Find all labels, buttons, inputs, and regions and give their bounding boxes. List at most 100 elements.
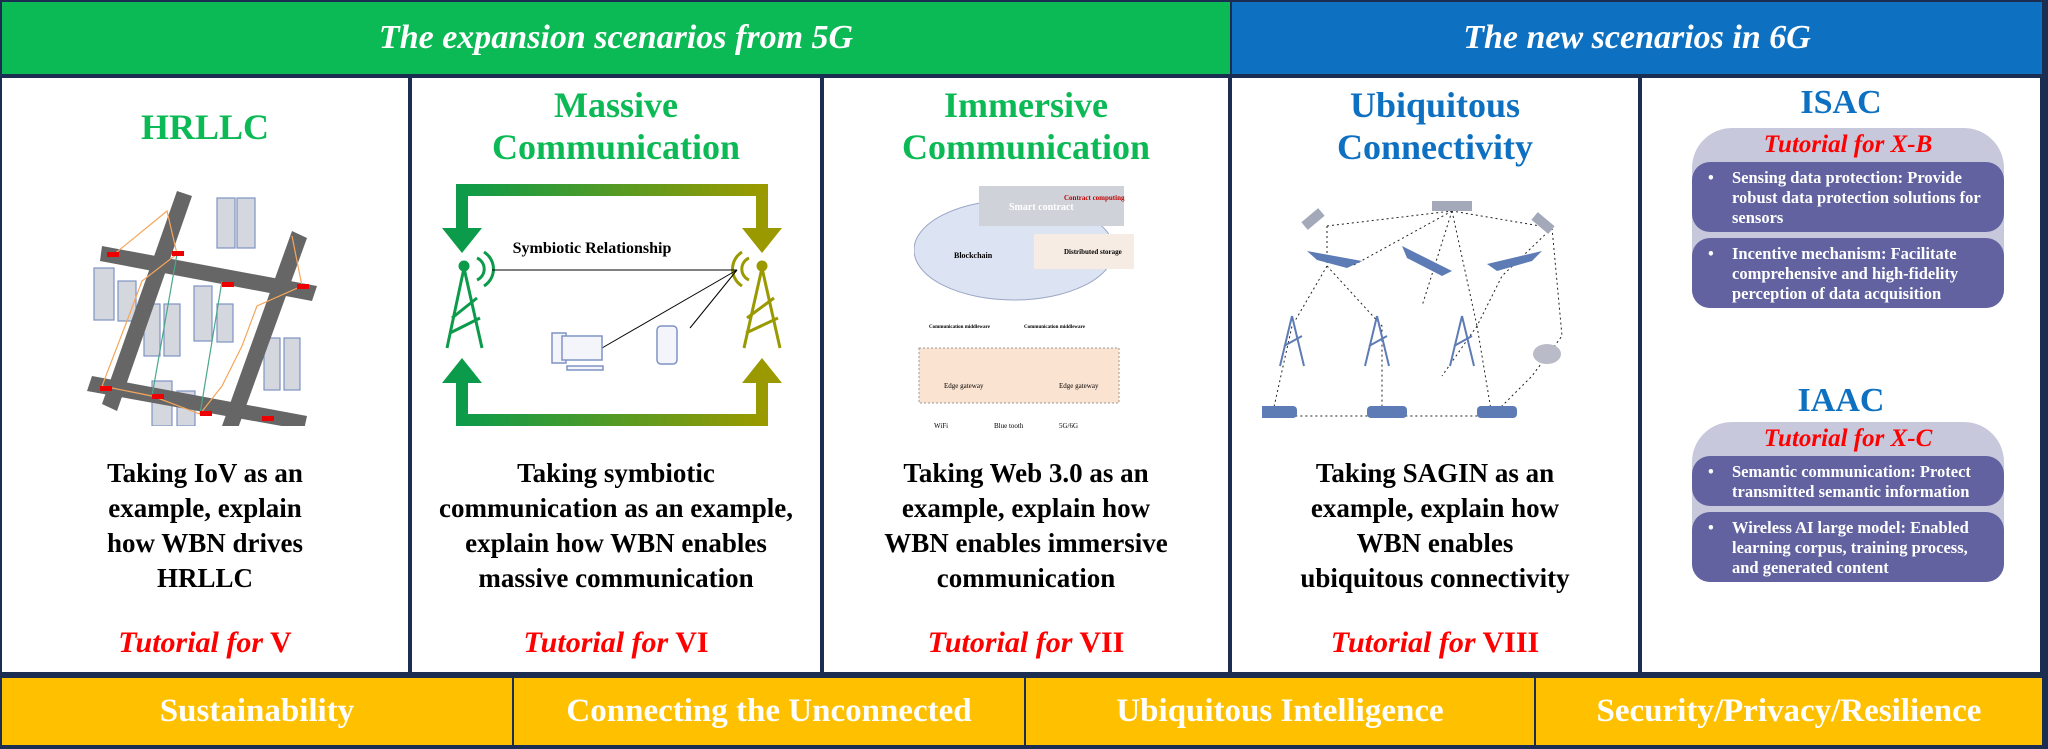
description-line: example, explain bbox=[108, 493, 302, 523]
web3-illustration: Smart contract Contract computing Blockc… bbox=[914, 186, 1134, 430]
description-line: Taking IoV as an bbox=[107, 458, 303, 488]
description-line: communication as an example, bbox=[439, 493, 793, 523]
tutorial-link[interactable]: Tutorial for V bbox=[2, 626, 408, 660]
description-line: Taking SAGIN as an bbox=[1315, 458, 1555, 488]
airplane-icon bbox=[1307, 246, 1542, 276]
tutorial-link[interactable]: Tutorial for X-B bbox=[1763, 131, 1933, 158]
cellular-label: 5G/6G bbox=[1059, 422, 1078, 430]
bottom-label: Security/Privacy/Resilience bbox=[1596, 693, 1982, 729]
column-massive-communication: Massive Communication Symbiotic Relation… bbox=[412, 78, 820, 672]
road-icon bbox=[87, 191, 317, 426]
tutorial-section: V bbox=[270, 626, 292, 659]
tutorial-link[interactable]: Tutorial for VIII bbox=[1232, 626, 1638, 660]
tutorial-section: VI bbox=[675, 626, 709, 659]
title-line: Connectivity bbox=[1337, 127, 1533, 167]
middleware-label: Communication middleware bbox=[1024, 325, 1086, 330]
tutorial-prefix: Tutorial for bbox=[1330, 626, 1476, 659]
cycle-arrows-icon bbox=[456, 184, 768, 426]
bottom-label: Connecting the Unconnected bbox=[566, 693, 972, 729]
tutorial-link[interactable]: Tutorial for X-C bbox=[1763, 425, 1933, 452]
column-description: Taking IoV as an example, explain how WB… bbox=[2, 456, 408, 596]
column-description: Taking SAGIN as an example, explain how … bbox=[1232, 456, 1638, 596]
title-line: Ubiquitous bbox=[1349, 85, 1521, 125]
header-5g-title: The expansion scenarios from 5G bbox=[378, 19, 854, 56]
bottom-item-security: Security/Privacy/Resilience bbox=[1534, 676, 2044, 747]
description-line: Taking Web 3.0 as an bbox=[903, 458, 1149, 488]
bullet-item: Semantic communication: Protect transmit… bbox=[1692, 456, 2004, 506]
tutorial-section: VIII bbox=[1482, 626, 1540, 659]
distributed-storage-label: Distributed storage bbox=[1064, 248, 1122, 256]
description-line: how WBN drives bbox=[106, 528, 304, 558]
link-arrows-icon bbox=[492, 269, 738, 349]
description-line: ubiquitous connectivity bbox=[1300, 563, 1570, 593]
description-line: HRLLC bbox=[156, 563, 254, 593]
column-title: HRLLC bbox=[140, 107, 270, 147]
iov-road-illustration bbox=[87, 191, 317, 426]
middleware-label: Communication middleware bbox=[929, 325, 991, 330]
column-description: Taking Web 3.0 as an example, explain ho… bbox=[824, 456, 1228, 596]
column-title: Immersive Communication bbox=[824, 84, 1228, 168]
description-line: Taking symbiotic bbox=[517, 458, 715, 488]
tutorial-link[interactable]: Tutorial for VII bbox=[824, 626, 1228, 660]
column-description: Taking symbiotic communication as an exa… bbox=[412, 456, 820, 596]
description-line: example, explain how bbox=[1310, 493, 1560, 523]
bottom-item-intelligence: Ubiquitous Intelligence bbox=[1024, 676, 1536, 747]
title-line: Communication bbox=[491, 127, 740, 167]
edge-gateway-label: Edge gateway bbox=[944, 382, 984, 390]
tutorial-prefix: Tutorial for bbox=[927, 626, 1073, 659]
tutorial-link[interactable]: Tutorial for VI bbox=[412, 626, 820, 660]
storage-box bbox=[1034, 234, 1134, 269]
bottom-label: Ubiquitous Intelligence bbox=[1116, 693, 1444, 729]
bullet-item: Incentive mechanism: Facilitate comprehe… bbox=[1692, 238, 2004, 308]
description-line: example, explain how bbox=[901, 493, 1151, 523]
column-isac-iaac: ISAC Tutorial for X-B Sensing data prote… bbox=[1642, 78, 2040, 672]
isac-panel: Tutorial for X-B Sensing data protection… bbox=[1692, 128, 2004, 308]
car-icon bbox=[1262, 406, 1517, 418]
tutorial-prefix: Tutorial for bbox=[523, 626, 669, 659]
bottom-item-sustainability: Sustainability bbox=[0, 676, 514, 747]
arrow-up-icon bbox=[442, 358, 482, 383]
column-title: Massive Communication bbox=[412, 84, 820, 168]
bottom-item-connecting: Connecting the Unconnected bbox=[512, 676, 1026, 747]
tutorial-section: VII bbox=[1079, 626, 1125, 659]
header-6g-title: The new scenarios in 6G bbox=[1463, 19, 1811, 56]
column-hrllc: HRLLC Taking IoV as an example, bbox=[2, 78, 408, 672]
edge-box bbox=[918, 347, 1120, 404]
title-line: Massive bbox=[554, 85, 678, 125]
smart-contract-box bbox=[979, 186, 1124, 226]
title-line: Communication bbox=[901, 127, 1150, 167]
computer-icon bbox=[551, 332, 604, 371]
iaac-title: IAAC bbox=[1797, 382, 1885, 419]
phone-icon bbox=[656, 325, 678, 365]
sagin-illustration bbox=[1262, 201, 1563, 418]
arrow-down-icon bbox=[442, 228, 482, 253]
column-title: Ubiquitous Connectivity bbox=[1232, 84, 1638, 168]
description-line: WBN enables immersive bbox=[884, 528, 1168, 558]
contract-computing-label: Contract computing bbox=[1064, 194, 1125, 202]
bottom-label: Sustainability bbox=[159, 693, 355, 729]
description-line: WBN enables bbox=[1356, 528, 1514, 558]
blockchain-label: Blockchain bbox=[954, 251, 993, 260]
satellite-dish-icon bbox=[1533, 344, 1561, 364]
bluetooth-label: Blue tooth bbox=[994, 422, 1024, 430]
bullet-item: Wireless AI large model: Enabled learnin… bbox=[1692, 512, 2004, 582]
tower-right-icon bbox=[731, 250, 782, 349]
satellite-icon bbox=[1301, 201, 1555, 234]
vehicles-icon bbox=[100, 251, 309, 421]
edge-gateway-label: Edge gateway bbox=[1059, 382, 1099, 390]
iaac-panel: Tutorial for X-C Semantic communication:… bbox=[1692, 422, 2004, 582]
symbiotic-label: Symbiotic Relationship bbox=[513, 240, 672, 257]
base-station-icon bbox=[1279, 315, 1475, 367]
links-icon bbox=[1271, 210, 1563, 417]
column-ubiquitous-connectivity: Ubiquitous Connectivity Taking SAGIN as … bbox=[1232, 78, 1638, 672]
header-5g-expansion: The expansion scenarios from 5G bbox=[2, 2, 1230, 74]
arrow-down-icon bbox=[742, 228, 782, 253]
isac-title: ISAC bbox=[1800, 84, 1882, 121]
wifi-label: WiFi bbox=[934, 422, 948, 430]
bullet-item: Sensing data protection: Provide robust … bbox=[1692, 162, 2004, 232]
description-line: massive communication bbox=[478, 563, 754, 593]
tower-left-icon bbox=[445, 250, 495, 349]
title-line: Immersive bbox=[944, 85, 1108, 125]
arrow-up-icon bbox=[742, 358, 782, 383]
description-line: explain how WBN enables bbox=[465, 528, 767, 558]
